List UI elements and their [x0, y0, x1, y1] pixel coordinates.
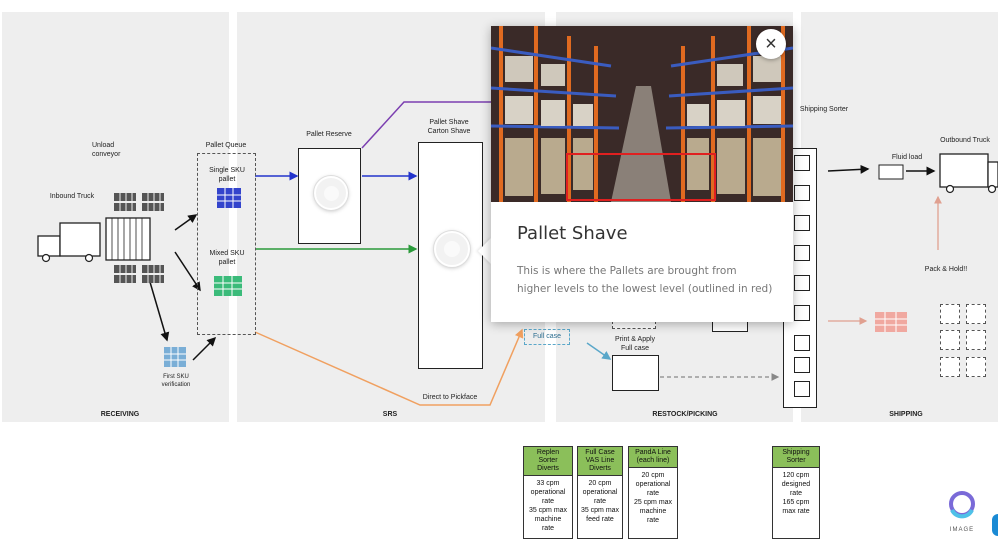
brand-logo-text: IMAGE: [949, 527, 975, 533]
pack-hold-label: Pack & Hold!!: [924, 266, 968, 273]
sorter-cell: [794, 305, 810, 321]
sorter-cell: [794, 335, 810, 351]
pallet-reserve-hotspot[interactable]: [314, 176, 348, 210]
pallet-shave-hotspot[interactable]: [434, 231, 470, 267]
inbound-truck-label: Inbound Truck: [49, 193, 95, 200]
direct-pickface-label: Direct to Pickface: [422, 394, 478, 401]
staging-slot: [966, 304, 986, 324]
zone-shipping-label: SHIPPING: [889, 411, 923, 418]
rate-table-head: Replen Sorter Diverts: [524, 447, 572, 476]
fluid-load-label: Fluid load: [891, 154, 923, 161]
staging-slot: [940, 304, 960, 324]
rate-table-body: 33 cpm operational rate 35 cpm max machi…: [528, 480, 568, 532]
pallet-stack-icon: [112, 191, 170, 213]
print-apply-box: [612, 355, 659, 391]
zone-srs-label: SRS: [382, 411, 398, 418]
staging-slot: [966, 357, 986, 377]
popup-pointer: [478, 237, 492, 265]
pallet-queue-label: Pallet Queue: [205, 142, 247, 149]
rate-table-body: 20 cpm operational rate 25 cpm max machi…: [633, 472, 673, 524]
sorter-cell: [794, 275, 810, 291]
info-popup: Pallet Shave This is where the Pallets a…: [491, 26, 793, 322]
pallet-shave-label: Pallet Shave Carton Shave: [427, 119, 471, 135]
rate-table-head: Full Case VAS Line Diverts: [578, 447, 622, 476]
pallet-stack-icon: [112, 263, 170, 285]
sorter-cell: [794, 245, 810, 261]
zone-restock-label: RESTOCK/PICKING: [652, 411, 718, 418]
rate-table-head: Shipping Sorter: [773, 447, 819, 468]
staging-slot: [940, 330, 960, 350]
pallet-queue-box: [197, 153, 256, 335]
pallet-reserve-label: Pallet Reserve: [306, 131, 352, 138]
rate-table-body: 20 cpm operational rate 35 cpm max feed …: [580, 480, 620, 523]
brand-logo: IMAGE: [944, 490, 980, 533]
full-case-tag: Full case: [524, 329, 570, 345]
shipping-sorter-label: Shipping Sorter: [799, 106, 849, 113]
pack-hold-pallet-icon: [874, 311, 908, 333]
mixed-sku-pallet-icon: [213, 275, 243, 297]
staging-slot: [966, 330, 986, 350]
rate-table-panda: PandA Line (each line) 20 cpm operationa…: [628, 446, 678, 539]
sorter-cell: [794, 357, 810, 373]
rate-table-fullcase: Full Case VAS Line Diverts 20 cpm operat…: [577, 446, 623, 539]
rate-table-replen: Replen Sorter Diverts 33 cpm operational…: [523, 446, 573, 539]
rate-table-body: 120 cpm designed rate 165 cpm max rate: [781, 472, 811, 515]
zone-shipping-panel: [801, 12, 998, 422]
popup-description: This is where the Pallets are brought fr…: [517, 265, 773, 295]
first-sku-label: First SKU verification: [161, 374, 191, 388]
unload-conveyor-label: Unload conveyor: [92, 142, 121, 158]
rate-table-shipping: Shipping Sorter 120 cpm designed rate 16…: [772, 446, 820, 539]
close-icon[interactable]: ×: [756, 29, 786, 59]
sorter-cell: [794, 155, 810, 171]
pallet-icon-blue: [163, 346, 187, 368]
zone-receiving-label: RECEIVING: [100, 411, 140, 418]
popup-title: Pallet Shave: [517, 223, 628, 244]
single-sku-pallet-icon: [216, 187, 242, 209]
sorter-cell: [794, 215, 810, 231]
chat-launcher-edge[interactable]: [992, 514, 998, 536]
sorter-cell: [794, 185, 810, 201]
rate-table-head: PandA Line (each line): [629, 447, 677, 468]
print-apply-label: Print & Apply Full case: [614, 336, 656, 352]
warehouse-rack-photo: [491, 26, 793, 202]
sorter-cell: [794, 381, 810, 397]
outbound-truck-label: Outbound Truck: [940, 137, 990, 144]
single-sku-label: Single SKU pallet: [209, 167, 245, 183]
staging-slot: [940, 357, 960, 377]
mixed-sku-label: Mixed SKU pallet: [209, 250, 245, 266]
